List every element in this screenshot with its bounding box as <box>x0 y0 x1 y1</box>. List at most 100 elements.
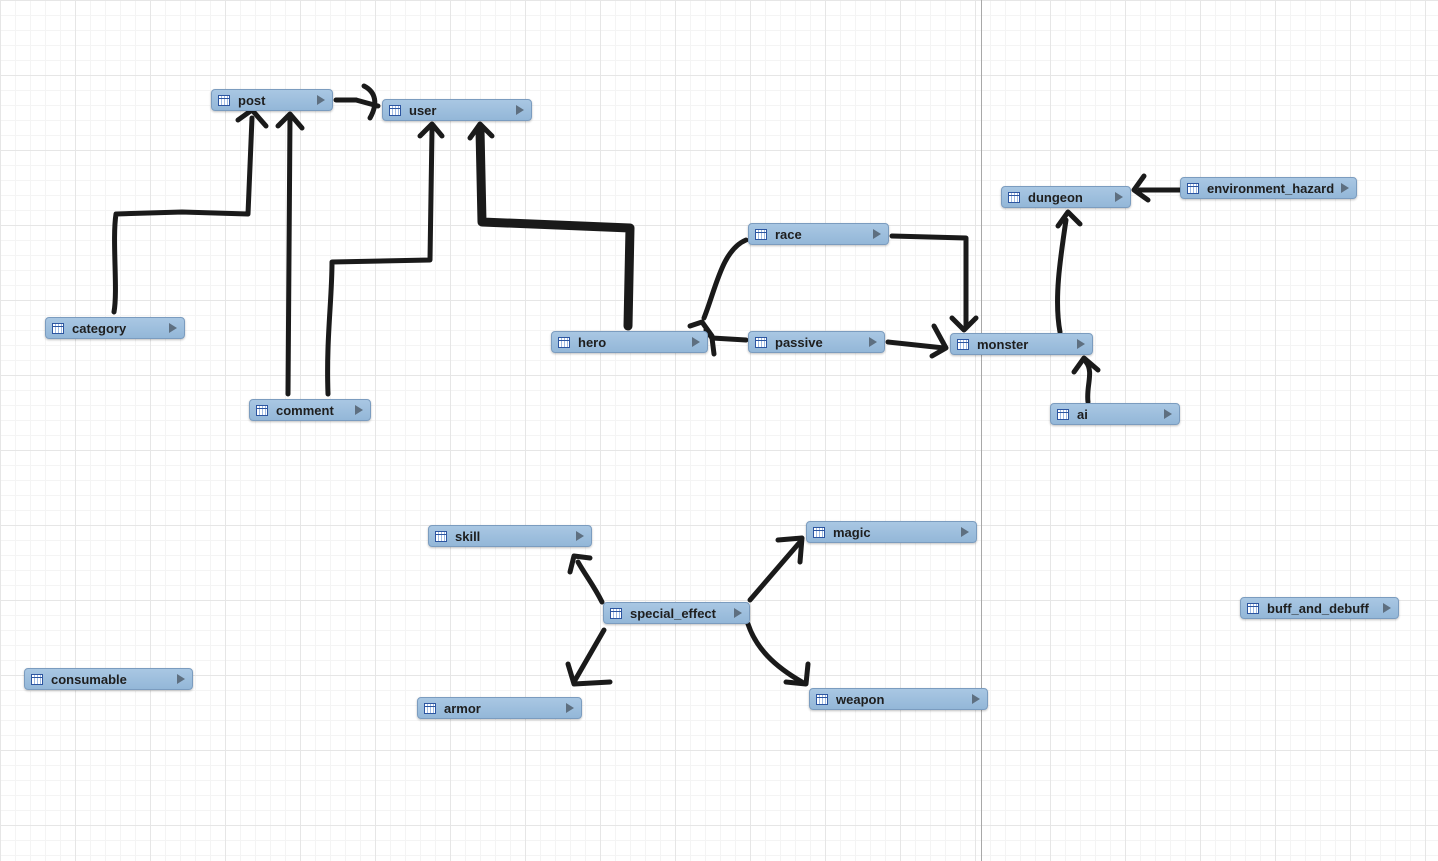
table-icon <box>1187 182 1199 194</box>
arrowhead-comment-post <box>275 111 305 131</box>
arrowhead-special-effect-weapon <box>783 661 811 687</box>
connector-hero-user <box>475 125 635 331</box>
connector-category-post <box>111 115 255 315</box>
connector-passive-monster <box>885 339 947 351</box>
table-node-buff-and-debuff[interactable]: buff_and_debuff <box>1240 597 1399 619</box>
table-node-skill[interactable]: skill <box>428 525 592 547</box>
connector-passive-hero <box>709 335 749 343</box>
table-name-environment-hazard: environment_hazard <box>1207 180 1335 196</box>
table-node-magic[interactable]: magic <box>806 521 977 543</box>
table-icon <box>31 673 43 685</box>
table-icon <box>755 228 767 240</box>
connector-comment-post <box>285 113 293 397</box>
expand-arrow-icon[interactable] <box>873 229 881 239</box>
arrowhead-race-monster <box>949 315 979 333</box>
expand-arrow-icon[interactable] <box>734 608 742 618</box>
expand-arrow-icon[interactable] <box>1164 409 1172 419</box>
arrowhead-hero-user <box>467 121 495 141</box>
table-node-post[interactable]: post <box>211 89 333 111</box>
expand-arrow-icon[interactable] <box>516 105 524 115</box>
arrowhead-post-user <box>353 83 381 121</box>
table-icon <box>813 526 825 538</box>
connector-race-hero <box>701 237 749 321</box>
table-name-dungeon: dungeon <box>1028 189 1083 205</box>
table-icon <box>424 702 436 714</box>
arrowhead-special-effect-magic <box>775 535 805 565</box>
expand-arrow-icon[interactable] <box>566 703 574 713</box>
expand-arrow-icon[interactable] <box>869 337 877 347</box>
page-break-divider <box>981 0 982 861</box>
table-name-post: post <box>238 92 266 108</box>
table-icon <box>256 404 268 416</box>
table-name-hero: hero <box>578 334 607 350</box>
table-name-comment: comment <box>276 402 334 418</box>
expand-arrow-icon[interactable] <box>1383 603 1391 613</box>
expand-arrow-icon[interactable] <box>177 674 185 684</box>
table-name-weapon: weapon <box>836 691 885 707</box>
table-node-hero[interactable]: hero <box>551 331 708 353</box>
expand-arrow-icon[interactable] <box>576 531 584 541</box>
table-icon <box>1008 191 1020 203</box>
table-node-user[interactable]: user <box>382 99 532 121</box>
table-name-buff-and-debuff: buff_and_debuff <box>1267 600 1369 616</box>
arrowhead-special-effect-skill <box>567 553 593 575</box>
table-name-consumable: consumable <box>51 671 127 687</box>
expand-arrow-icon[interactable] <box>317 95 325 105</box>
table-node-comment[interactable]: comment <box>249 399 371 421</box>
table-name-user: user <box>409 102 437 118</box>
table-name-special-effect: special_effect <box>630 605 716 621</box>
arrowhead-passive-monster <box>929 323 949 359</box>
table-icon <box>558 336 570 348</box>
table-icon <box>957 338 969 350</box>
table-node-category[interactable]: category <box>45 317 185 339</box>
connector-special-effect-weapon <box>745 621 805 685</box>
table-icon <box>218 94 230 106</box>
expand-arrow-icon[interactable] <box>1341 183 1349 193</box>
connector-monster-dungeon <box>1055 217 1069 335</box>
connector-special-effect-magic <box>747 539 803 603</box>
expand-arrow-icon[interactable] <box>692 337 700 347</box>
table-node-environment-hazard[interactable]: environment_hazard <box>1180 177 1357 199</box>
table-node-passive[interactable]: passive <box>748 331 885 353</box>
table-name-race: race <box>775 226 802 242</box>
expand-arrow-icon[interactable] <box>1077 339 1085 349</box>
table-name-monster: monster <box>977 336 1029 352</box>
table-name-magic: magic <box>833 524 871 540</box>
table-icon <box>1057 408 1069 420</box>
table-name-armor: armor <box>444 700 481 716</box>
connector-special-effect-armor <box>571 627 607 685</box>
arrowhead-environment-hazard-dungeon <box>1131 173 1151 203</box>
table-node-monster[interactable]: monster <box>950 333 1093 355</box>
table-node-armor[interactable]: armor <box>417 697 582 719</box>
table-icon <box>52 322 64 334</box>
arrowhead-comment-user <box>417 121 445 139</box>
table-name-category: category <box>72 320 127 336</box>
table-icon <box>435 530 447 542</box>
expand-arrow-icon[interactable] <box>1115 192 1123 202</box>
connector-ai-monster <box>1083 359 1093 405</box>
table-node-consumable[interactable]: consumable <box>24 668 193 690</box>
connector-race-monster <box>889 233 969 329</box>
connector-special-effect-skill <box>575 559 605 605</box>
table-name-passive: passive <box>775 334 823 350</box>
table-node-special-effect[interactable]: special_effect <box>603 602 750 624</box>
table-node-weapon[interactable]: weapon <box>809 688 988 710</box>
table-icon <box>389 104 401 116</box>
table-node-ai[interactable]: ai <box>1050 403 1180 425</box>
expand-arrow-icon[interactable] <box>961 527 969 537</box>
table-icon <box>755 336 767 348</box>
expand-arrow-icon[interactable] <box>972 694 980 704</box>
table-name-ai: ai <box>1077 406 1088 422</box>
arrowhead-ai-monster <box>1071 355 1101 375</box>
table-name-skill: skill <box>455 528 481 544</box>
table-icon <box>1247 602 1259 614</box>
table-node-race[interactable]: race <box>748 223 889 245</box>
arrowhead-monster-dungeon <box>1055 209 1083 229</box>
expand-arrow-icon[interactable] <box>169 323 177 333</box>
table-icon <box>816 693 828 705</box>
connector-comment-user <box>325 127 435 397</box>
table-node-dungeon[interactable]: dungeon <box>1001 186 1131 208</box>
arrowhead-passive-hero <box>703 327 717 357</box>
expand-arrow-icon[interactable] <box>355 405 363 415</box>
